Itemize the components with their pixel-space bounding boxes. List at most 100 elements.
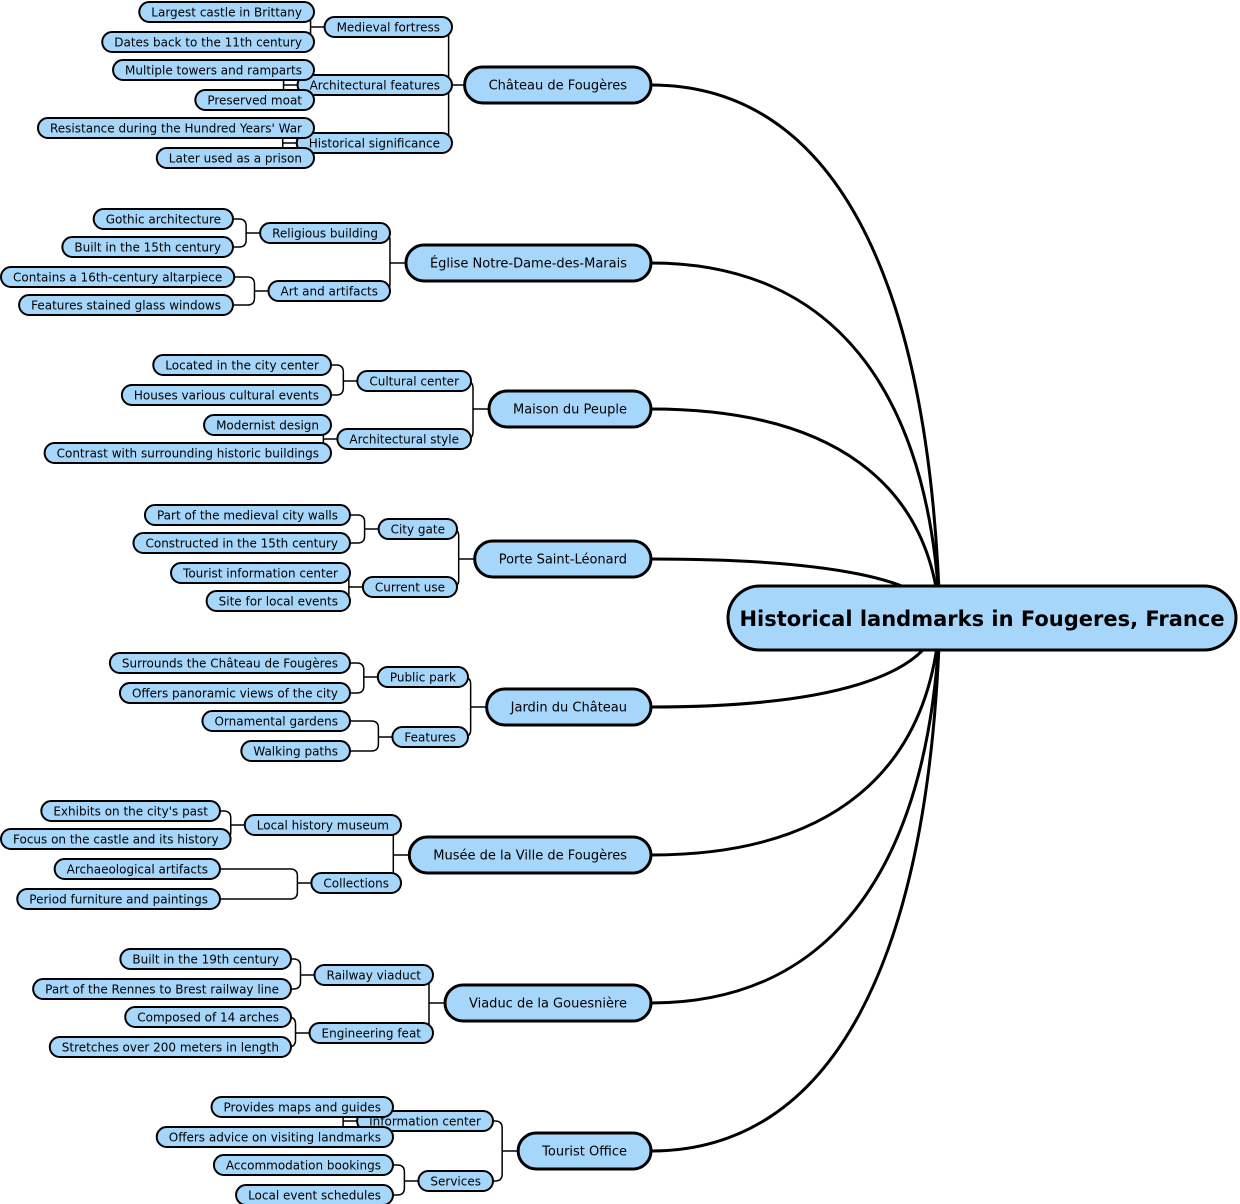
leaf-node-box[interactable] [235,1184,394,1204]
leaf-node[interactable]: Archaeological artifacts [53,858,221,880]
topic-node[interactable]: Features [391,726,469,748]
leaf-node-box[interactable] [48,1036,292,1058]
leaf-node-box[interactable] [212,1154,394,1176]
branch-node[interactable]: Porte Saint-Léonard [473,539,653,579]
leaf-node-box[interactable] [101,31,315,53]
branch-node[interactable]: Église Notre-Dame-des-Marais [404,243,653,283]
branch-node-box[interactable] [473,539,653,579]
leaf-node-box[interactable] [240,740,351,762]
leaf-node-box[interactable] [210,1096,394,1118]
topic-node-box[interactable] [356,1110,494,1132]
leaf-node[interactable]: Ornamental gardens [201,710,351,732]
leaf-node[interactable]: Focus on the castle and its history [0,828,232,850]
leaf-node-box[interactable] [0,828,232,850]
leaf-node[interactable]: Offers advice on visiting landmarks [155,1126,394,1148]
leaf-node[interactable]: Exhibits on the city's past [40,800,221,822]
leaf-node[interactable]: Located in the city center [152,354,332,376]
topic-node[interactable]: Art and artifacts [267,280,391,302]
leaf-node-box[interactable] [138,1,315,23]
leaf-node-box[interactable] [18,294,234,316]
leaf-node[interactable]: Houses various cultural events [120,384,332,406]
leaf-node[interactable]: Dates back to the 11th century [101,31,315,53]
leaf-node[interactable]: Built in the 19th century [119,948,292,970]
leaf-node[interactable]: Stretches over 200 meters in length [48,1036,292,1058]
topic-node[interactable]: Public park [376,666,469,688]
leaf-node[interactable]: Multiple towers and ramparts [112,59,315,81]
topic-node[interactable]: Historical significance [295,132,453,154]
topic-node-box[interactable] [296,74,453,96]
leaf-node[interactable]: Preserved moat [194,89,315,111]
leaf-node-box[interactable] [155,147,315,169]
leaf-node-box[interactable] [53,858,221,880]
topic-node-box[interactable] [308,1022,434,1044]
topic-node[interactable]: City gate [377,518,458,540]
leaf-node-box[interactable] [124,1006,292,1028]
leaf-node-box[interactable] [205,590,351,612]
branch-node-box[interactable] [407,835,653,875]
leaf-node-box[interactable] [152,354,332,376]
leaf-node[interactable]: Largest castle in Brittany [138,1,315,23]
leaf-node-box[interactable] [0,266,236,288]
leaf-node[interactable]: Part of the Rennes to Brest railway line [32,978,292,1000]
leaf-node-box[interactable] [155,1126,394,1148]
leaf-node-box[interactable] [43,442,332,464]
leaf-node-box[interactable] [40,800,221,822]
topic-node-box[interactable] [377,518,458,540]
leaf-node-box[interactable] [120,384,332,406]
leaf-node-box[interactable] [143,504,351,526]
leaf-node[interactable]: Contrast with surrounding historic build… [43,442,332,464]
topic-node-box[interactable] [310,872,402,894]
leaf-node[interactable]: Contains a 16th-century altarpiece [0,266,236,288]
leaf-node[interactable]: Walking paths [240,740,351,762]
leaf-node[interactable]: Accommodation bookings [212,1154,394,1176]
topic-node-box[interactable] [323,16,453,38]
topic-node-box[interactable] [313,964,434,986]
topic-node-box[interactable] [417,1170,494,1192]
branch-node-box[interactable] [487,389,653,429]
topic-node-box[interactable] [361,576,458,598]
topic-node[interactable]: Local history museum [243,814,402,836]
branch-node-box[interactable] [485,687,653,727]
topic-node[interactable]: Medieval fortress [323,16,453,38]
topic-node[interactable]: Engineering feat [308,1022,434,1044]
topic-node[interactable]: Railway viaduct [313,964,434,986]
root-node-box[interactable] [726,584,1238,652]
leaf-node[interactable]: Period furniture and paintings [16,888,221,910]
leaf-node-box[interactable] [194,89,315,111]
topic-node[interactable]: Religious building [259,222,391,244]
branch-node[interactable]: Maison du Peuple [487,389,653,429]
leaf-node[interactable]: Built in the 15th century [61,236,234,258]
topic-node[interactable]: Collections [310,872,402,894]
branch-node-box[interactable] [404,243,653,283]
leaf-node-box[interactable] [61,236,234,258]
leaf-node[interactable]: Gothic architecture [92,208,234,230]
leaf-node-box[interactable] [170,562,351,584]
leaf-node[interactable]: Features stained glass windows [18,294,234,316]
leaf-node[interactable]: Surrounds the Château de Fougères [108,652,351,674]
topic-node[interactable]: Architectural features [296,74,453,96]
topic-node[interactable]: Cultural center [356,370,472,392]
branch-node[interactable]: Jardin du Château [485,687,653,727]
leaf-node[interactable]: Site for local events [205,590,351,612]
leaf-node-box[interactable] [118,682,351,704]
leaf-node[interactable]: Resistance during the Hundred Years' War [36,117,315,139]
branch-node[interactable]: Tourist Office [516,1131,653,1171]
leaf-node-box[interactable] [203,414,332,436]
branch-node-box[interactable] [463,65,653,105]
leaf-node-box[interactable] [132,532,351,554]
leaf-node-box[interactable] [36,117,315,139]
leaf-node-box[interactable] [92,208,234,230]
leaf-node-box[interactable] [119,948,292,970]
topic-node[interactable]: Architectural style [336,428,472,450]
leaf-node[interactable]: Modernist design [203,414,332,436]
topic-node-box[interactable] [376,666,469,688]
leaf-node[interactable]: Later used as a prison [155,147,315,169]
leaf-node-box[interactable] [112,59,315,81]
topic-node[interactable]: Current use [361,576,458,598]
leaf-node-box[interactable] [16,888,221,910]
branch-node[interactable]: Musée de la Ville de Fougères [407,835,653,875]
topic-node-box[interactable] [336,428,472,450]
leaf-node-box[interactable] [32,978,292,1000]
topic-node-box[interactable] [267,280,391,302]
leaf-node-box[interactable] [201,710,351,732]
